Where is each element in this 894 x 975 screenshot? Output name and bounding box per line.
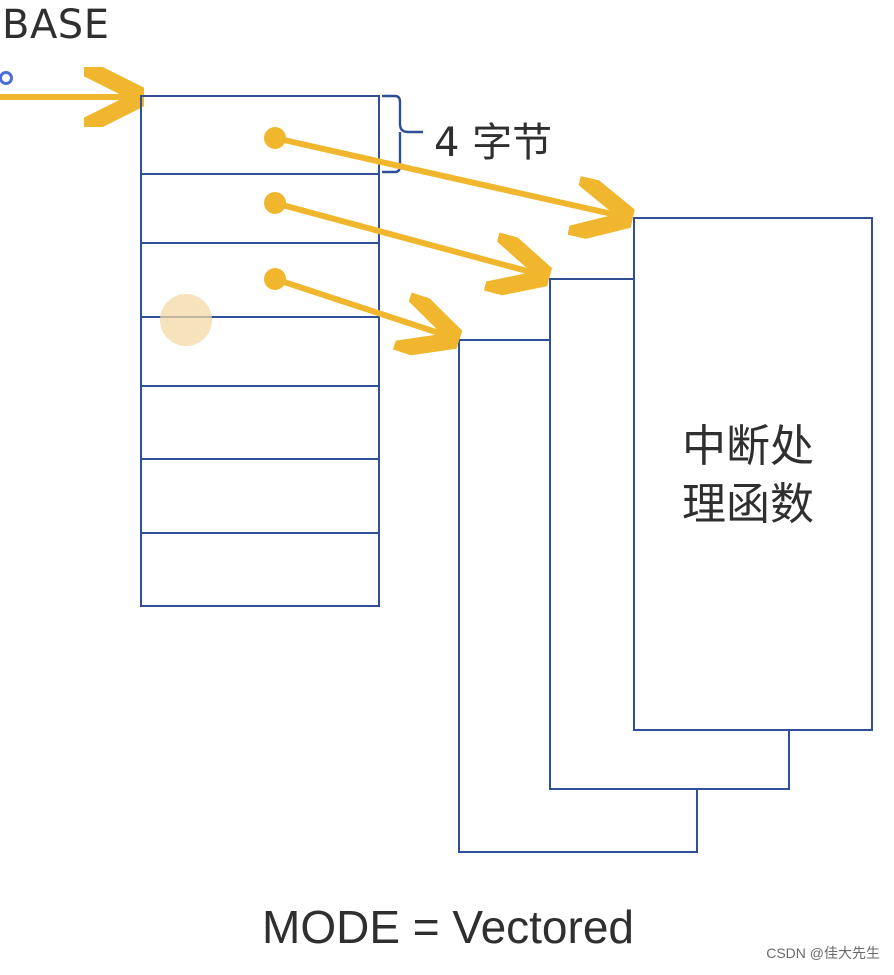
base-pointer-dot: [0, 71, 13, 85]
vector-table: [140, 95, 380, 607]
entry-2-arrow: [272, 200, 538, 274]
mode-label: MODE = Vectored: [262, 901, 634, 953]
cursor-highlight: [160, 294, 212, 346]
handler-box-front: [633, 217, 873, 731]
handler-label-line-1: 中断处: [682, 421, 814, 472]
entry-3-arrow: [272, 276, 448, 336]
handler-label: 中断处 理函数: [682, 418, 842, 534]
watermark: CSDN @佳大先生: [766, 945, 880, 961]
base-label: BASE: [2, 2, 110, 48]
vector-table-border: [140, 95, 380, 607]
handler-label-line-2: 理函数: [682, 479, 814, 530]
entry-1-arrow: [272, 135, 621, 216]
entry-size-label: 4 字节: [434, 120, 553, 166]
